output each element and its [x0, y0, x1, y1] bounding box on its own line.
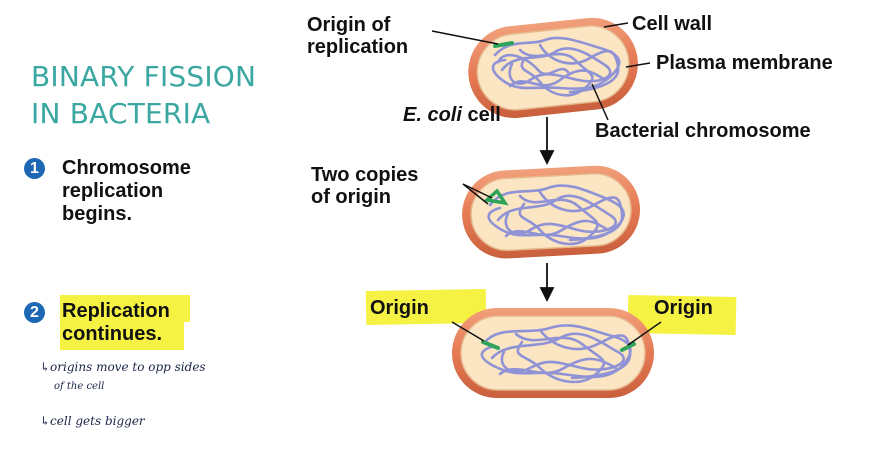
leader-two-copies-b [462, 183, 489, 205]
ecoli-cell-2 [462, 165, 640, 259]
label-two-copies-of-origin: Two copies of origin [311, 164, 418, 208]
leader-origin-left [451, 321, 485, 342]
label-two-copies-line-1: Two copies [311, 164, 419, 186]
label-bacterial-chromosome: Bacterial chromosome [595, 120, 811, 142]
leader-plasma-membrane [625, 62, 651, 68]
label-cell-wall: Cell wall [632, 13, 713, 35]
step-1-line-1: Chromosome [62, 157, 191, 179]
label-origin-of-replication: Origin of replication [307, 14, 408, 58]
leader-origin-of-replication [431, 30, 499, 45]
label-ecoli-rest: cell [461, 104, 501, 126]
arrow-2-head [539, 287, 555, 303]
handwritten-note-1: ↳origins move to opp sides [40, 360, 206, 374]
label-plasma-membrane: Plasma membrane [656, 52, 833, 74]
step-2-badge: 2 [24, 302, 45, 323]
label-ecoli-cell: E. coli cell [403, 104, 501, 126]
label-origin-line-2: replication [307, 36, 409, 58]
cell-3-origin-right [620, 342, 636, 352]
step-1-line-3: begins. [62, 203, 133, 225]
step-2-line-1: Replication [62, 300, 170, 322]
leader-bacterial-chromosome [591, 83, 609, 121]
handwritten-note-2: of the cell [54, 381, 105, 392]
title-line-1: BINARY FISSION [31, 60, 257, 93]
step-2-line-2: continues. [62, 323, 163, 345]
label-origin-right: Origin [654, 297, 713, 319]
step-1-text: Chromosome replication begins. [62, 157, 191, 226]
label-origin-left: Origin [370, 297, 429, 319]
title-line-2: IN BACTERIA [31, 97, 211, 130]
step-2-highlight-2 [60, 322, 184, 350]
leader-origin-right [627, 321, 662, 346]
handwritten-note-3: ↳cell gets bigger [40, 414, 145, 428]
cell-3-origin-left [481, 340, 500, 350]
arrow-1-head [539, 150, 555, 166]
cell-2-origins [483, 188, 509, 206]
chromosome-3 [480, 324, 632, 384]
step-2-text: Replication continues. [62, 300, 170, 346]
step-1-line-2: replication [62, 180, 164, 202]
label-two-copies-line-2: of origin [311, 186, 391, 208]
cell-1-origin [493, 41, 514, 48]
step-1-badge: 1 [24, 158, 45, 179]
page-title: BINARY FISSION IN BACTERIA [31, 58, 291, 132]
leader-two-copies-a [462, 183, 493, 199]
chromosome-1 [491, 36, 621, 97]
label-origin-line-1: Origin of [307, 14, 391, 36]
step-2-highlight-1 [60, 295, 190, 322]
label-ecoli-italic: E. coli [403, 104, 462, 126]
leader-cell-wall [603, 22, 629, 28]
chromosome-2 [487, 184, 625, 246]
